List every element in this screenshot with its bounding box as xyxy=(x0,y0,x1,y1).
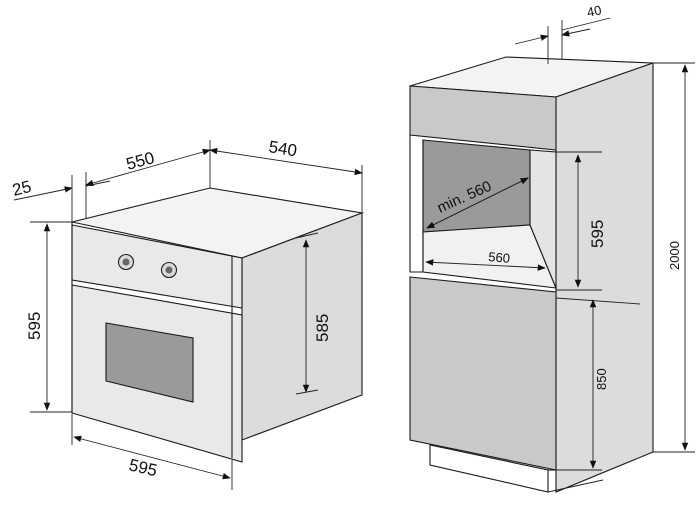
oven-window xyxy=(105,322,194,403)
oven-illustration xyxy=(71,187,365,463)
oven-dim-door-offset: 25 xyxy=(10,177,33,200)
knob-left-icon xyxy=(117,253,135,271)
cabinet-side-face xyxy=(555,62,654,493)
oven-dim-depth-body: 540 xyxy=(267,137,298,160)
oven-dim-height-front: 595 xyxy=(25,312,44,340)
cabinet-upper-panel xyxy=(409,85,557,151)
oven-dim-depth-total: 550 xyxy=(124,148,156,174)
cabinet-dim-niche-width: 560 xyxy=(488,249,511,266)
cabinet-lower-door xyxy=(409,276,557,471)
cabinet-dim-niche-height: 595 xyxy=(588,220,607,248)
knob-right-icon xyxy=(160,261,178,279)
oven-dim-width-front: 595 xyxy=(127,455,159,480)
cabinet-dim-top-offset: 40 xyxy=(586,2,603,20)
cabinet-niche-side xyxy=(529,149,557,289)
oven-dim-height-body: 585 xyxy=(313,314,332,342)
cabinet-dim-total-height: 2000 xyxy=(667,241,682,270)
cabinet-illustration xyxy=(409,56,654,493)
cabinet-dim-lower-height: 850 xyxy=(594,368,609,390)
